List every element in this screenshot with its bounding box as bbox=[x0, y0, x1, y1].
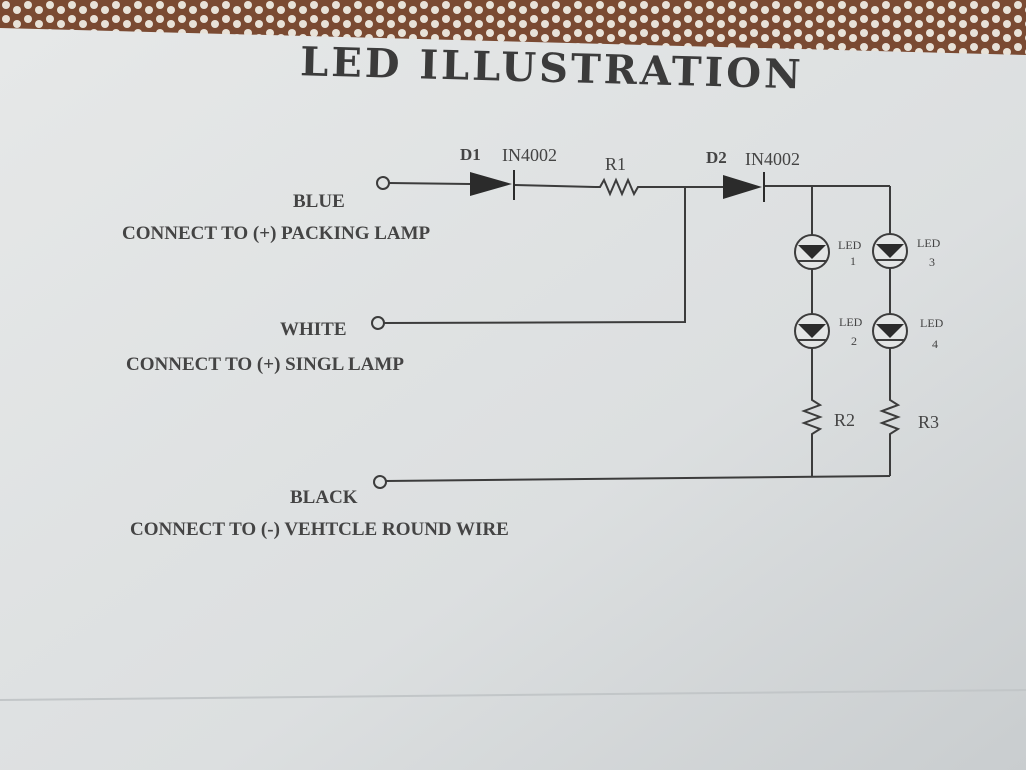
d2-diode bbox=[723, 172, 765, 202]
blue-terminal-name: BLUE bbox=[293, 191, 345, 212]
r3-resistor bbox=[879, 395, 901, 476]
circuit bbox=[371, 176, 901, 489]
led-4 bbox=[872, 313, 908, 349]
led1-num: 1 bbox=[850, 254, 856, 268]
led1-label: LED bbox=[838, 238, 862, 252]
white-terminal-desc: CONNECT TO (+) SINGL LAMP bbox=[126, 354, 404, 375]
d2-label: D2 bbox=[706, 148, 727, 167]
led4-num: 4 bbox=[932, 337, 938, 351]
white-terminal bbox=[371, 316, 385, 330]
r1-label: R1 bbox=[605, 154, 626, 174]
led4-label: LED bbox=[920, 316, 944, 330]
black-terminal bbox=[373, 475, 387, 489]
paper-fold bbox=[0, 689, 1026, 701]
led2-label: LED bbox=[839, 315, 863, 329]
r2-label: R2 bbox=[834, 410, 855, 430]
r2-resistor bbox=[801, 395, 823, 477]
led3-label: LED bbox=[917, 236, 941, 250]
led-3 bbox=[872, 233, 908, 269]
paper-sheet bbox=[0, 28, 1026, 770]
led2-num: 2 bbox=[851, 334, 857, 348]
d1-label: D1 bbox=[460, 145, 481, 164]
d2-part: IN4002 bbox=[745, 149, 800, 169]
r3-label: R3 bbox=[918, 412, 939, 432]
led-2 bbox=[794, 313, 830, 349]
blue-terminal-desc: CONNECT TO (+) PACKING LAMP bbox=[122, 223, 431, 244]
r1-resistor bbox=[595, 177, 645, 197]
d1-diode bbox=[470, 170, 515, 200]
white-terminal-name: WHITE bbox=[280, 319, 347, 340]
d1-part: IN4002 bbox=[502, 145, 557, 165]
led3-num: 3 bbox=[929, 255, 935, 269]
led-1 bbox=[794, 234, 830, 270]
black-terminal-desc: CONNECT TO (-) VEHTCLE ROUND WIRE bbox=[130, 519, 509, 540]
black-terminal-name: BLACK bbox=[290, 487, 358, 508]
blue-terminal bbox=[376, 176, 390, 190]
